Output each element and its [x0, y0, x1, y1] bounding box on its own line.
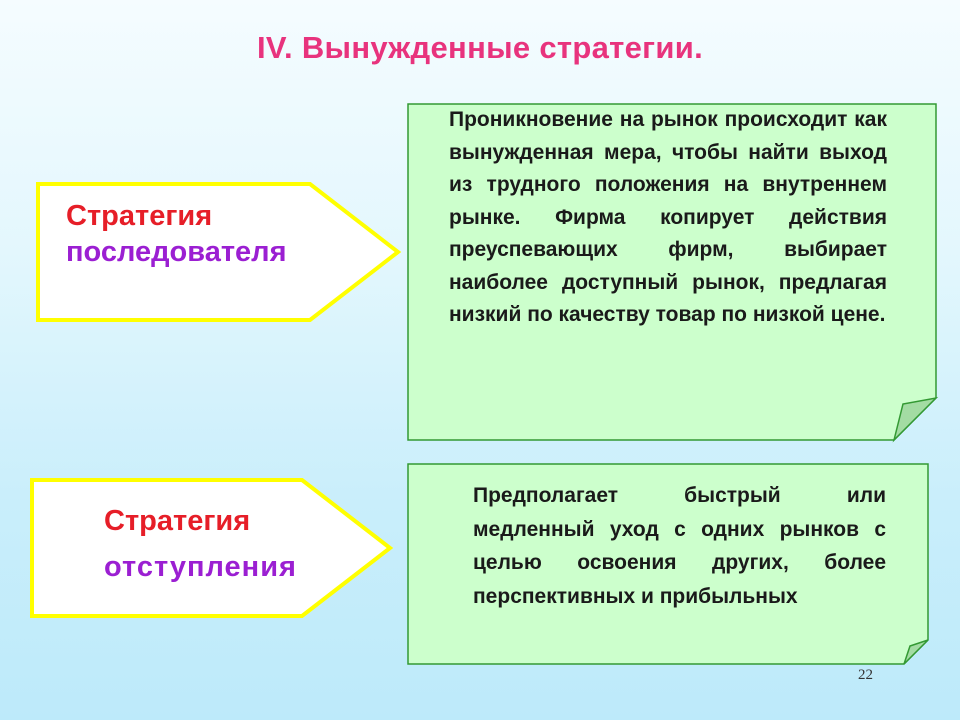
slide-number: 22 [858, 667, 873, 683]
retreat-description: Предполагает быстрый или медленный уход … [473, 484, 886, 608]
strategy-type-follower: последователя [66, 236, 287, 268]
strategy-retreat-arrow [30, 478, 394, 618]
strategy-follower-label: Стратегия последователя [66, 198, 366, 270]
slide-title: IV. Вынужденные стратегии. [256, 30, 703, 65]
strategy-type-retreat: отступления [104, 551, 297, 583]
card-2-fold [903, 639, 929, 665]
strategy-word: Стратегия [104, 505, 251, 537]
strategy-word: Стратегия [66, 200, 213, 232]
card-1-fold [892, 396, 939, 443]
strategy-retreat-label: Стратегия отступления [104, 498, 324, 590]
strategy-follower-arrow [36, 182, 402, 322]
follower-description: Проникновение на рынок происходит как вы… [449, 108, 887, 326]
